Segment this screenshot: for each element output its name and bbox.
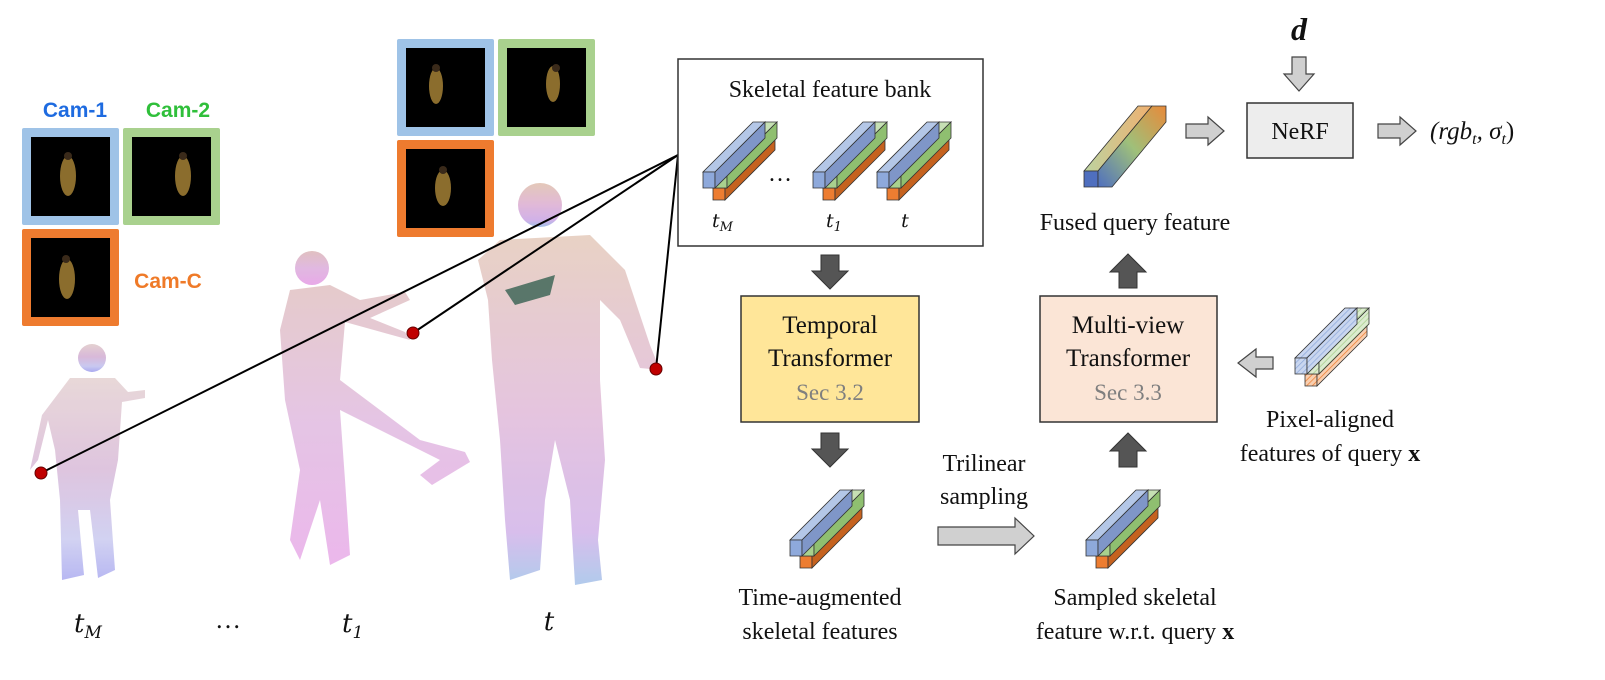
time-augmented-line2: skeletal features [742,619,897,645]
sampled-feature-icon [1085,489,1161,569]
timeline-tm: tM [74,609,102,643]
arrow-fused-to-nerf [1185,116,1225,146]
arrow-bank-to-temporal [811,254,849,290]
body-t [478,183,660,585]
feature-bank-t1: t1 [826,210,842,235]
cam1-thumbnail [22,128,119,225]
cam2-label: Cam-2 [146,99,210,122]
sampled-line1: Sampled skeletal [1053,585,1217,611]
arrow-pixel-to-multiview [1237,347,1274,379]
arrow-nerf-to-output [1377,116,1417,146]
pixel-aligned-feature-icon [1294,307,1370,387]
camc-thumbnail [22,229,119,326]
trilinear-line2: sampling [940,484,1028,510]
arrow-d-to-nerf [1282,56,1316,92]
pixel-aligned-line1: Pixel-aligned [1266,407,1394,433]
query-point-t1 [406,326,420,340]
cam1-thumbnail-t [397,39,494,136]
pixel-aligned-line2: features of query x [1240,441,1421,467]
feature-bank-t: t [901,210,909,232]
multiview-sec: Sec 3.3 [1094,380,1162,405]
skeletal-feature-bank: Skeletal feature bank … tM t1 t [677,58,984,247]
timeline-dots: … [215,605,241,634]
body-tm [30,344,145,580]
nerf-label: NeRF [1271,119,1328,145]
time-augmented-feature-icon [789,489,865,569]
timeline-labels: tM … t1 t [74,605,555,643]
arrow-temporal-to-features [811,432,849,468]
cam1-label: Cam-1 [43,99,108,122]
cam2-thumbnail [123,128,220,225]
sampled-line2: feature w.r.t. query x [1036,619,1234,645]
timeline-t: t [544,607,555,637]
camc-label: Cam-C [134,270,202,293]
feature-bank-title: Skeletal feature bank [729,77,932,103]
multiview-line1: Multi-view [1072,312,1185,339]
temporal-line2: Transformer [768,345,893,372]
query-lines [40,154,679,474]
body-t1 [280,251,470,565]
feature-bank-dots: … [768,161,792,187]
arrow-trilinear [937,516,1035,556]
query-point-t [649,362,663,376]
temporal-sec: Sec 3.2 [796,380,864,405]
fused-feature-icon [1083,105,1167,188]
timeline-t1: t1 [342,609,363,643]
temporal-line1: Temporal [782,312,877,339]
multiview-transformer-box: Multi-view Transformer Sec 3.3 [1039,295,1218,423]
camc-thumbnail-t [397,140,494,237]
cam2-thumbnail-t [498,39,595,136]
output-label: (rgbt, σt) [1430,118,1514,148]
arrow-multiview-to-fused [1109,253,1147,289]
time-augmented-line1: Time-augmented [738,585,901,611]
feature-bank-tm: tM [712,210,734,235]
temporal-transformer-box: Temporal Transformer Sec 3.2 [740,295,920,423]
fused-label: Fused query feature [1040,210,1231,236]
view-direction-d: d [1291,11,1308,47]
multiview-line2: Transformer [1066,345,1191,372]
query-point-tm [34,466,48,480]
nerf-box: NeRF [1246,102,1354,159]
arrow-sampled-to-multiview [1109,432,1147,468]
trilinear-line1: Trilinear [942,451,1025,477]
